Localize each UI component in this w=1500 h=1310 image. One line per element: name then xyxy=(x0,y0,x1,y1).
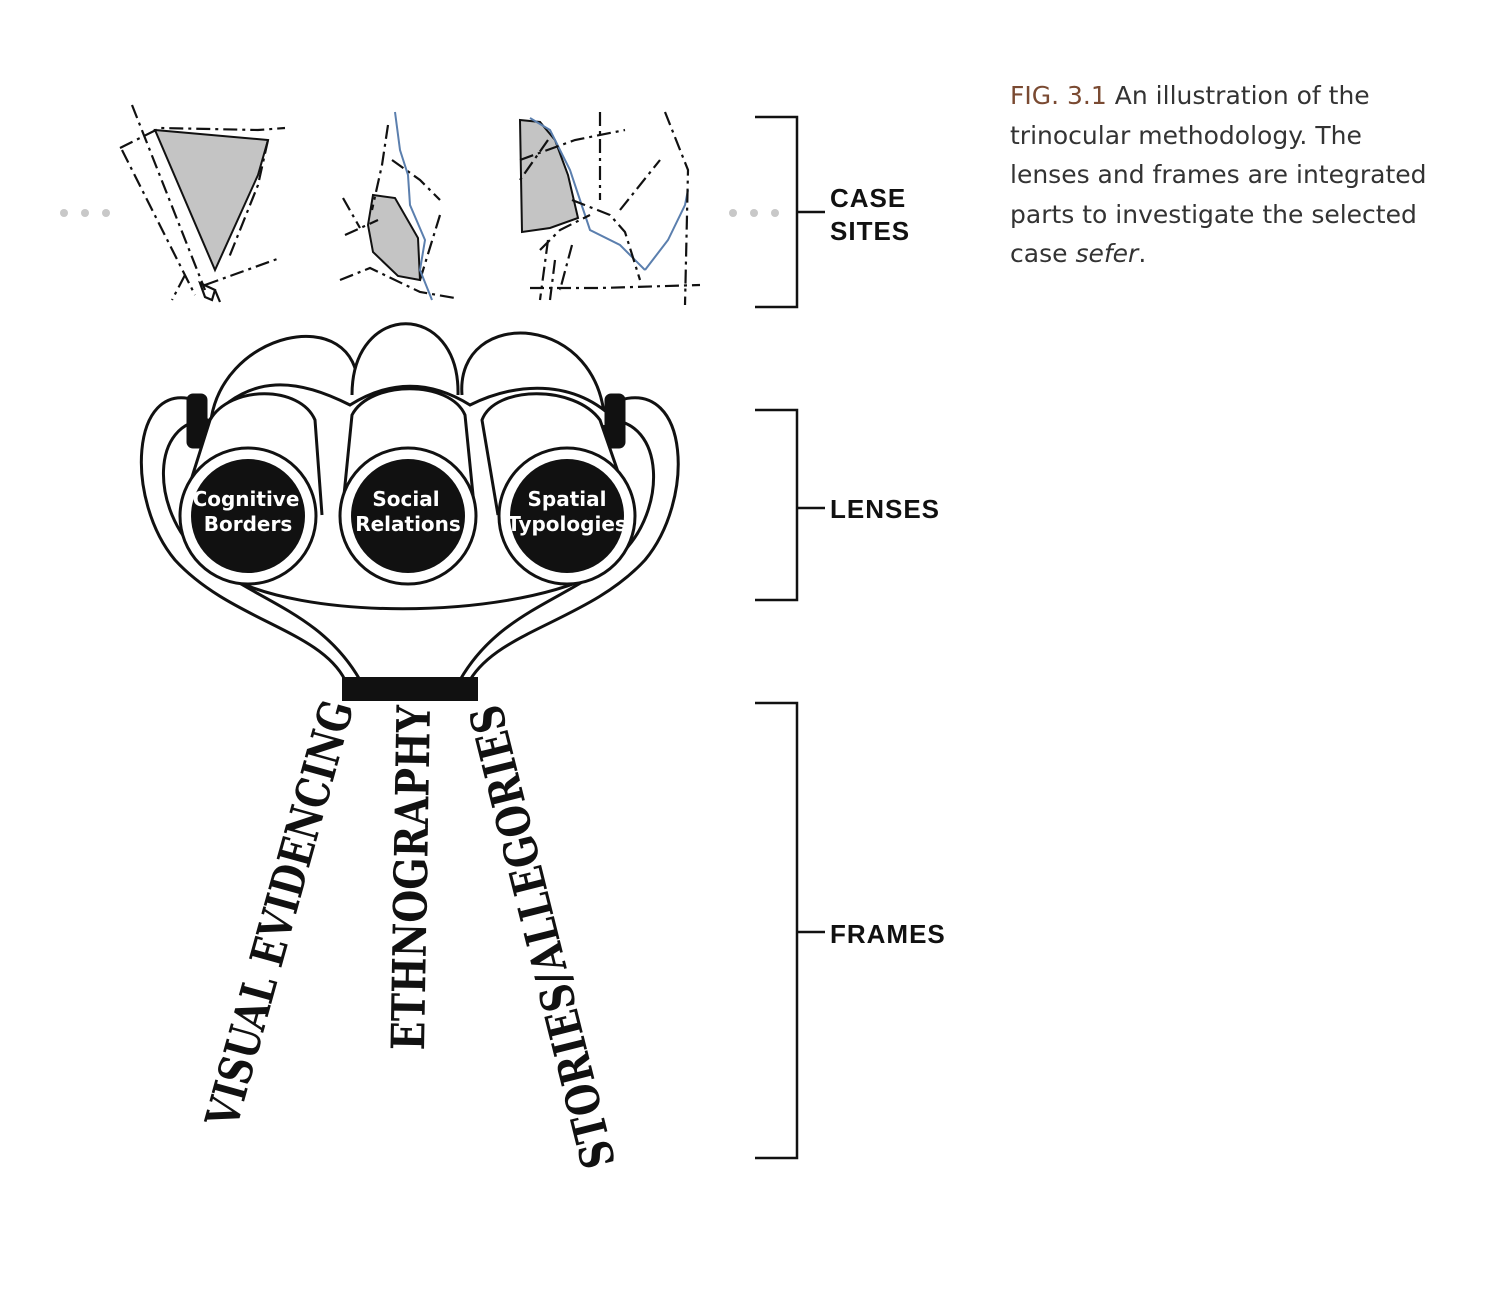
case-site-map-3 xyxy=(518,111,701,306)
figure-number: FIG. 3.1 xyxy=(1010,81,1107,110)
label-case: CASE xyxy=(830,183,906,213)
lens-label-1b: Borders xyxy=(204,512,293,536)
lens-label-3a: Spatial xyxy=(528,487,607,511)
bracket-frames xyxy=(755,701,825,1160)
frame-stories-allegories: STORIES/ALLEGORIES xyxy=(459,700,626,1174)
bracket-case-sites xyxy=(755,115,825,309)
bracket-lenses xyxy=(755,408,825,602)
case-site-map-2 xyxy=(339,111,456,301)
lens-label-3b: Typologies xyxy=(507,512,627,536)
trinocular-icon xyxy=(139,322,680,701)
caption-end: . xyxy=(1138,239,1147,268)
label-frames: FRAMES xyxy=(830,919,946,949)
lens-label-2a: Social xyxy=(372,487,439,511)
brackets xyxy=(755,115,825,1160)
lens-social-relations xyxy=(351,459,465,573)
lens-spatial-typologies xyxy=(510,459,624,573)
caption-italic: sefer xyxy=(1075,239,1139,268)
frame-ethnography: ETHNOGRAPHY xyxy=(381,704,441,1051)
label-lenses: LENSES xyxy=(830,494,940,524)
lens-label-2b: Relations xyxy=(355,512,461,536)
caption-text: An illustration of the trinocular method… xyxy=(1010,81,1427,268)
frame-visual-evidencing: VISUAL EVIDENCING xyxy=(195,695,365,1134)
lens-label-1a: Cognitive xyxy=(193,487,300,511)
lens-cognitive-borders xyxy=(191,459,305,573)
label-sites: SITES xyxy=(830,216,910,246)
ellipsis-left-icon xyxy=(60,209,110,217)
case-site-map-1 xyxy=(119,104,286,303)
frames-tripod: VISUAL EVIDENCING ETHNOGRAPHY STORIES/AL… xyxy=(195,695,627,1174)
ellipsis-right-icon xyxy=(729,209,779,217)
case-sites-maps xyxy=(60,104,779,306)
